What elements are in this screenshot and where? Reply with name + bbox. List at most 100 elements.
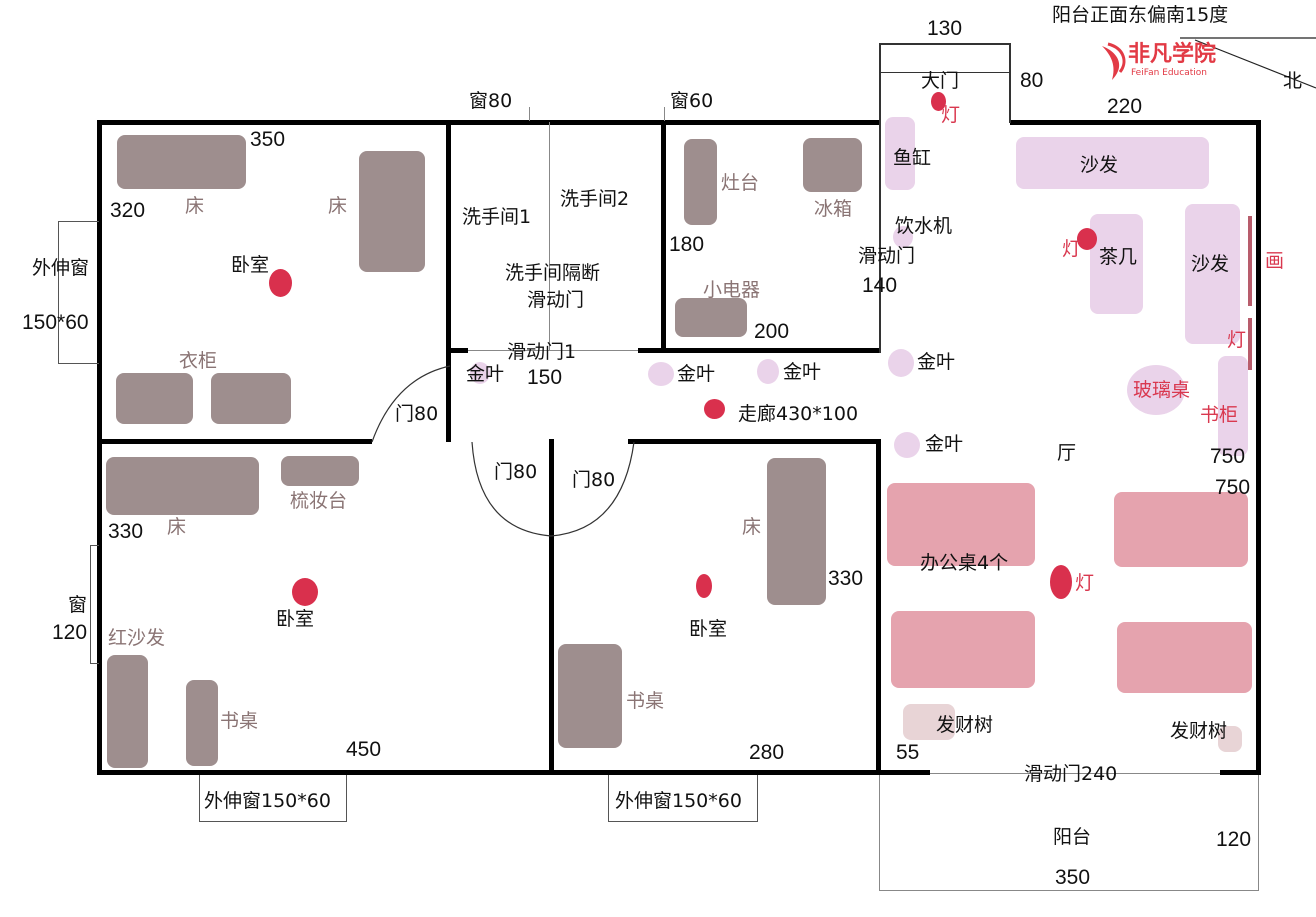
hall-label: 厅 xyxy=(1057,442,1077,464)
sofa-right-shape xyxy=(1185,204,1240,344)
plant-dot-3 xyxy=(757,359,779,384)
win-left-size: 120 xyxy=(52,621,88,644)
office-desks-label: 办公桌4个 xyxy=(920,552,1009,574)
wall-wash-bottom-b xyxy=(638,348,666,353)
painting-shape-2 xyxy=(1248,318,1252,370)
dim-200: 200 xyxy=(754,320,790,343)
light-label-4: 灯 xyxy=(1075,572,1095,594)
wardrobe-shape-2 xyxy=(211,373,291,424)
door80-b: 门80 xyxy=(494,461,538,483)
wall-wash-bottom-a xyxy=(446,348,468,353)
corridor-label: 走廊430*100 xyxy=(738,403,859,425)
office-desk-1 xyxy=(887,483,1035,566)
fish-tank-label: 鱼缸 xyxy=(893,147,932,169)
dim-450: 450 xyxy=(346,738,382,761)
painting-label: 画 xyxy=(1265,250,1285,272)
kitchen-slide-label: 滑动门 xyxy=(858,245,916,267)
dim-750-b: 750 xyxy=(1215,476,1251,499)
win60-label: 窗60 xyxy=(670,90,714,112)
slide240-line xyxy=(930,773,1220,774)
ext-win-left-bracket xyxy=(58,221,99,364)
wall-top-left xyxy=(97,120,880,125)
dim-280: 280 xyxy=(749,741,785,764)
wall-kitchen-left xyxy=(661,120,666,353)
bed-label-c: 床 xyxy=(167,516,187,538)
plant-dot-1 xyxy=(470,362,490,384)
fridge-label: 冰箱 xyxy=(814,198,853,220)
plant-dot-4 xyxy=(888,349,914,377)
appliance-label: 小电器 xyxy=(703,279,761,301)
win80-label: 窗80 xyxy=(469,90,513,112)
bed-shape-3 xyxy=(106,457,259,515)
ext-win-left-label: 外伸窗 xyxy=(32,257,90,279)
light-dot-bedroom3 xyxy=(696,574,712,598)
dim-130-line xyxy=(879,43,1010,45)
balcony-outline-left xyxy=(879,775,880,891)
plant-label-3: 金叶 xyxy=(783,361,822,383)
wall-left xyxy=(97,120,102,775)
wall-hall-left xyxy=(876,439,881,775)
ext-win-bottom-2: 外伸窗150*60 xyxy=(615,790,742,812)
light-dot-tea xyxy=(1077,228,1097,250)
logo-sub: FeiFan Education xyxy=(1131,68,1207,78)
win80-tick xyxy=(529,107,530,121)
money-tree-shape-1 xyxy=(903,704,955,740)
dim-180: 180 xyxy=(669,233,705,256)
plant-dot-5 xyxy=(894,432,920,458)
glass-table-shape xyxy=(1127,365,1185,415)
money-tree-label-b: 发财树 xyxy=(1170,720,1228,742)
ext-win-bottom-1: 外伸窗150*60 xyxy=(204,790,331,812)
dim-320: 320 xyxy=(110,199,146,222)
bookcase-label: 书柜 xyxy=(1200,404,1239,426)
light-dot-office xyxy=(1050,565,1072,599)
wall-kitchen-bottom xyxy=(661,348,880,353)
balcony-outline-bottom xyxy=(879,890,1259,891)
tea-table-label: 茶几 xyxy=(1099,246,1138,268)
wall-top-right xyxy=(1010,120,1261,125)
sofa-top-label: 沙发 xyxy=(1080,154,1119,176)
dim-330-a: 330 xyxy=(108,520,144,543)
appliance-shape xyxy=(675,298,747,337)
ext-win-left-size: 150*60 xyxy=(22,311,89,334)
dim-750-a: 750 xyxy=(1210,445,1246,468)
dim-150: 150 xyxy=(527,366,563,389)
ext-win-bottom-bracket-2 xyxy=(608,775,758,822)
dim-140: 140 xyxy=(862,274,898,297)
desk-label-b: 书桌 xyxy=(626,690,665,712)
dresser-shape xyxy=(281,456,359,486)
wash-partition-door-label: 滑动门 xyxy=(527,289,585,311)
water-dispenser-label: 饮水机 xyxy=(895,215,953,237)
wardrobe-shape-1 xyxy=(116,373,193,424)
office-desk-3 xyxy=(891,611,1035,688)
wardrobe-label: 衣柜 xyxy=(179,350,218,372)
bed-label-b: 床 xyxy=(328,195,348,217)
sofa-right-label: 沙发 xyxy=(1191,253,1230,275)
money-tree-shape-2 xyxy=(1218,726,1242,752)
dim-330-b: 330 xyxy=(828,567,864,590)
desk-label-a: 书桌 xyxy=(220,710,259,732)
ext-win-bottom-bracket-1 xyxy=(199,775,347,822)
bed-label-a: 床 xyxy=(185,195,205,217)
wall-mid-h-left xyxy=(97,439,372,444)
bed-shape-1 xyxy=(117,135,246,189)
wash-partition-line xyxy=(468,350,638,351)
logo-mark-icon xyxy=(1102,42,1126,80)
wash2-label: 洗手间2 xyxy=(560,188,630,210)
door-top-line xyxy=(879,72,1010,73)
office-desk-4 xyxy=(1117,622,1252,693)
dim-120: 120 xyxy=(1216,828,1252,851)
office-desk-2 xyxy=(1114,492,1248,567)
wall-door-right xyxy=(1009,43,1011,123)
light-dot-main-door xyxy=(931,92,946,111)
north-label: 北 xyxy=(1283,70,1303,92)
stove-shape xyxy=(684,139,717,225)
balcony-outline-right xyxy=(1258,775,1259,891)
dresser-label: 梳妆台 xyxy=(290,490,348,512)
logo: 非凡学院 FeiFan Education xyxy=(1098,42,1223,84)
desk-shape-1 xyxy=(186,680,218,766)
plant-dot-2 xyxy=(648,362,674,386)
red-sofa-shape xyxy=(107,655,148,768)
light-dot-bedroom2 xyxy=(292,578,318,606)
wall-right xyxy=(1256,120,1261,775)
dim-350-bed: 350 xyxy=(250,128,286,151)
